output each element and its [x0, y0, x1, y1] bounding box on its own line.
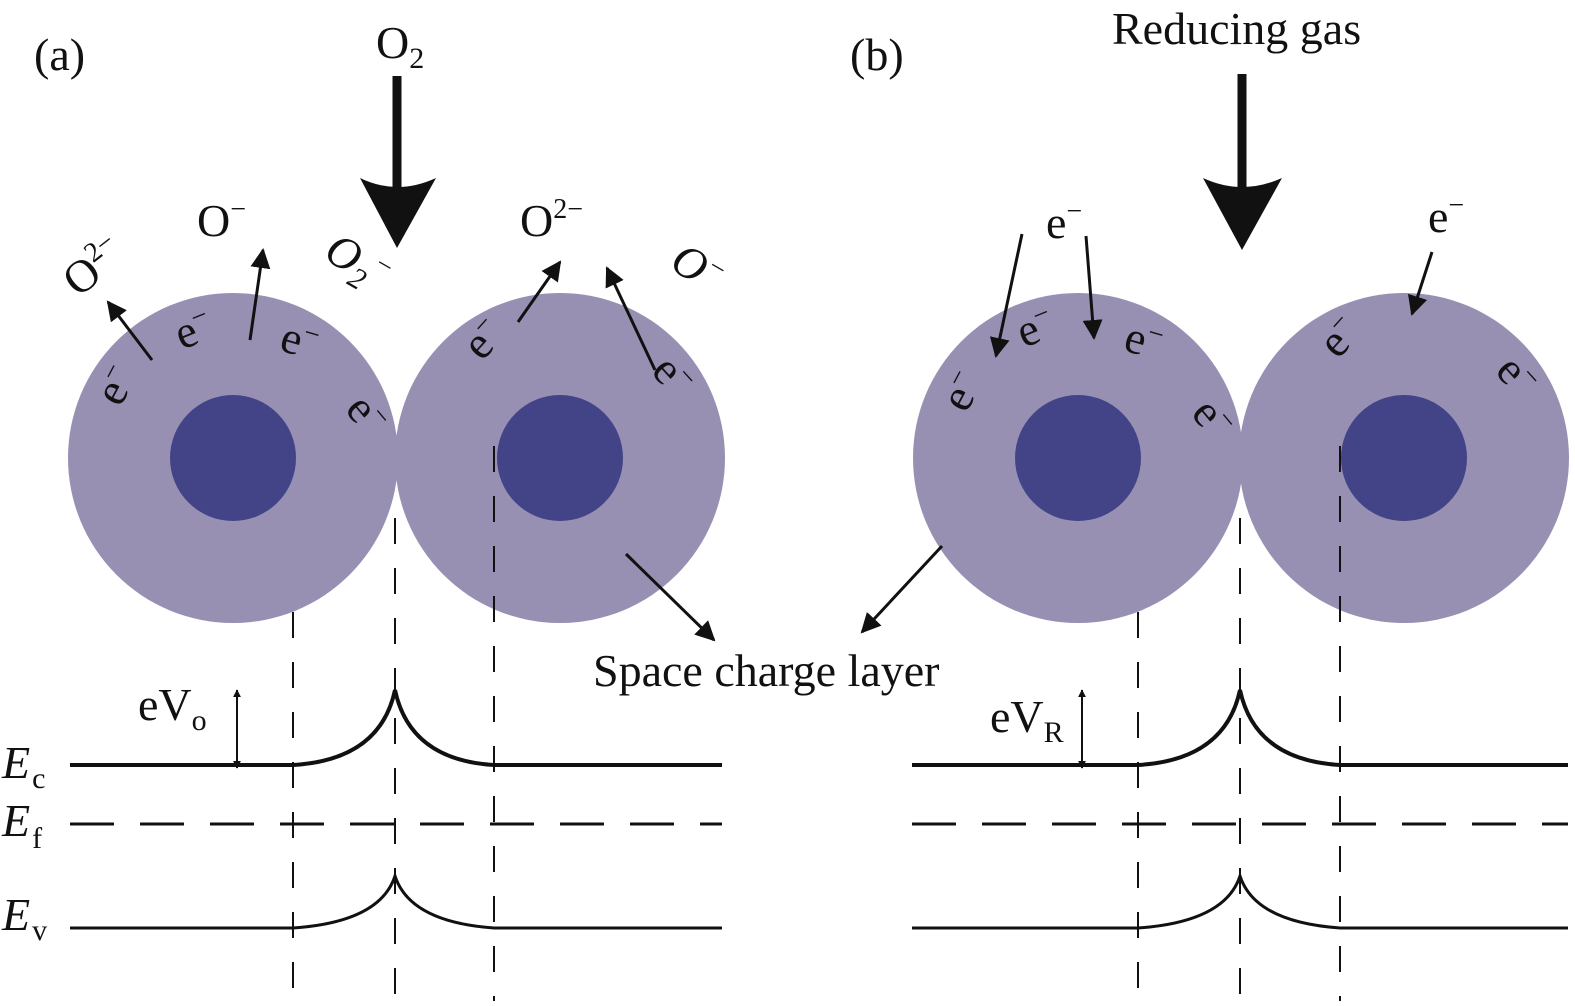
panel-a-label: (a) — [34, 29, 85, 80]
grain-a-left-core — [170, 395, 296, 521]
arrow-electron-in-b3 — [1408, 251, 1434, 316]
ion-o2minus-right: O2− — [520, 194, 583, 246]
arrow-space-charge-b — [860, 544, 944, 634]
grain-b-left-core — [1015, 395, 1141, 521]
panel-b-gas-label: Reducing gas — [1112, 3, 1361, 54]
arrow-to-o2minus-left — [106, 300, 154, 361]
electron-b-gas2: e− — [1428, 190, 1464, 242]
grain-a-right-core — [497, 395, 623, 521]
panel-a-gas-arrow-head — [360, 178, 436, 248]
panel-b: (b) Reducing gas e− e− e− e− e− e− e− e− — [850, 3, 1569, 1001]
arrow-electron-in-b1 — [989, 233, 1024, 358]
panel-b-conduction-band — [912, 689, 1568, 767]
arrow-electron-in-b2 — [1082, 235, 1103, 340]
ion-ominus: O− — [197, 194, 246, 246]
panel-b-barrier-label: eVR — [990, 691, 1064, 749]
space-charge-layer-label: Space charge layer — [593, 645, 940, 696]
arrow-to-ominus — [248, 248, 271, 341]
arrow-to-o2minus-right — [516, 260, 562, 323]
electron-b-gas1: e− — [1046, 196, 1082, 248]
panel-b-label: (b) — [850, 29, 904, 80]
ec-label: Ec — [1, 737, 45, 795]
grain-b-right-core — [1341, 395, 1467, 521]
panel-b-valence-band — [912, 871, 1568, 930]
ion-o2minus-left: O2− — [52, 226, 134, 306]
arrow-to-ominus-right — [605, 266, 657, 371]
panel-a-barrier-label: eVo — [138, 679, 207, 737]
arrow-space-charge-a — [624, 552, 716, 642]
panel-a: (a) O2 e− e− e− e− e− e− O2− O− O2− O2− … — [34, 17, 734, 1001]
panel-a-guides — [292, 446, 495, 1001]
panel-a-gas-label: O2 — [376, 17, 424, 75]
ef-label: Ef — [1, 795, 42, 855]
panel-a-conduction-band — [70, 689, 722, 767]
panel-a-valence-band — [70, 871, 722, 930]
ion-ominus-right: O− — [663, 232, 734, 302]
panel-b-gas-arrow-head — [1203, 178, 1282, 250]
ion-o2-adsorbed: O2− — [314, 222, 401, 306]
ev-label: Ev — [1, 889, 47, 947]
panel-b-guides — [1137, 446, 1341, 1001]
